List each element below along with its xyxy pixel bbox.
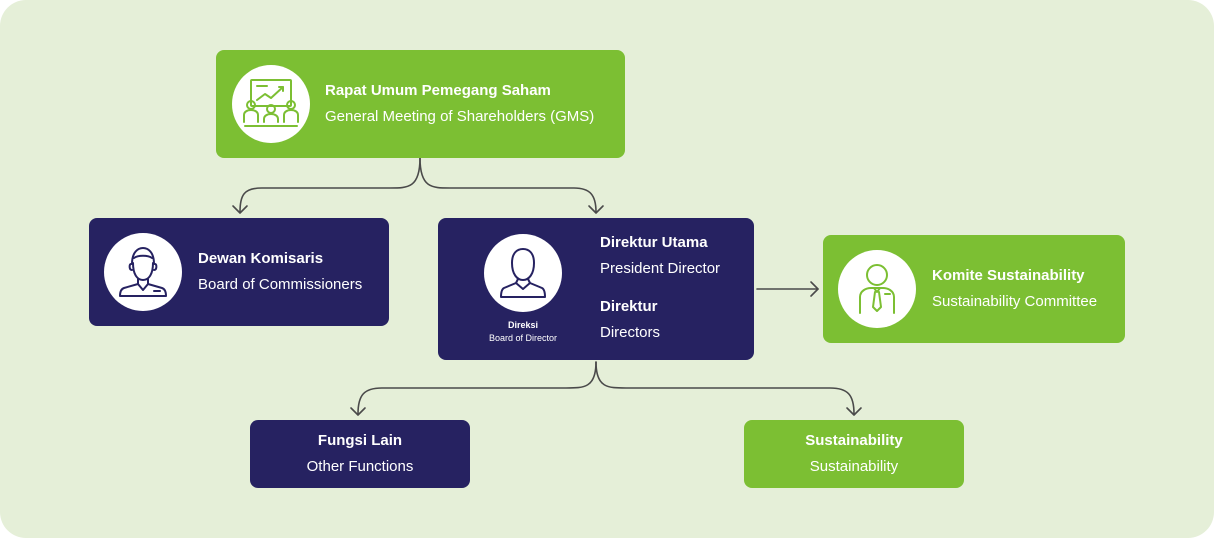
connector-gms-commissioners	[239, 157, 421, 213]
director-person-icon	[500, 248, 546, 298]
gms-subtitle: General Meeting of Shareholders (GMS)	[325, 108, 595, 125]
commissioners-subtitle: Board of Commissioners	[198, 276, 363, 293]
directors-title: Direktur	[600, 298, 658, 315]
other-functions-subtitle: Other Functions	[306, 458, 414, 475]
directors-caption-subtitle: Board of Director	[488, 333, 558, 343]
gms-icon-circle	[232, 65, 310, 143]
arrowhead-sustainability	[846, 407, 862, 416]
connector-directors-sustainability	[595, 361, 855, 415]
directors-icon-circle	[484, 234, 562, 312]
connector-gms-directors	[419, 157, 597, 213]
president-director-title: Direktur Utama	[600, 234, 708, 251]
committee-title: Komite Sustainability	[932, 267, 1085, 284]
commissioners-title: Dewan Komisaris	[198, 250, 324, 267]
commissioners-icon-circle	[104, 233, 182, 311]
directors-box: Direksi Board of Director Direktur Utama…	[438, 218, 754, 360]
arrowhead-other	[350, 407, 366, 416]
gms-box: Rapat Umum Pemegang Saham General Meetin…	[216, 50, 625, 158]
directors-caption-title: Direksi	[507, 320, 539, 330]
arrowhead-directors	[588, 205, 604, 214]
directors-subtitle: Directors	[600, 324, 661, 341]
commissioners-box: Dewan Komisaris Board of Commissioners	[89, 218, 389, 326]
committee-person-icon	[859, 264, 895, 314]
sustainability-box: Sustainability Sustainability	[744, 420, 964, 488]
arrowhead-commissioners	[232, 205, 248, 214]
sustainability-title: Sustainability	[805, 432, 903, 449]
meeting-presentation-icon	[243, 79, 299, 127]
connector-directors-other	[357, 361, 597, 415]
commissioner-person-icon	[119, 247, 167, 297]
other-functions-title: Fungsi Lain	[317, 432, 403, 449]
committee-subtitle: Sustainability Committee	[932, 293, 1098, 310]
sustainability-subtitle: Sustainability	[809, 458, 899, 475]
president-director-subtitle: President Director	[600, 260, 721, 277]
arrowhead-committee	[810, 281, 819, 297]
committee-icon-circle	[838, 250, 916, 328]
committee-box: Komite Sustainability Sustainability Com…	[823, 235, 1125, 343]
other-functions-box: Fungsi Lain Other Functions	[250, 420, 470, 488]
gms-title: Rapat Umum Pemegang Saham	[325, 82, 551, 99]
